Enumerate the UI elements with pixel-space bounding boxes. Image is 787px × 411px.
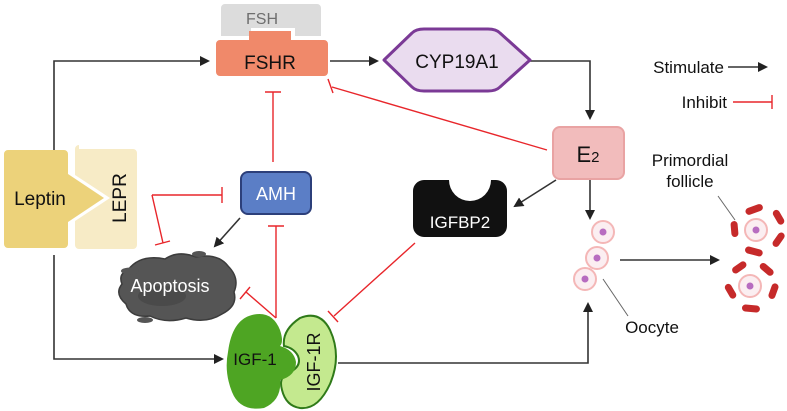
oocyte-pointer-line	[602, 278, 629, 317]
legend-inhibit-label: Inhibit	[682, 93, 728, 112]
cyp19a1-node: CYP19A1	[382, 27, 532, 93]
primordial-follicle-label-line2: follicle	[666, 172, 713, 191]
inhibit-edges	[151, 78, 548, 323]
edge-amh-inhibits-fshr	[265, 91, 281, 162]
apoptosis-label: Apoptosis	[130, 276, 209, 296]
stimulate-edges	[53, 56, 720, 364]
oocyte-cell	[585, 246, 609, 270]
amh-node: AMH	[240, 171, 312, 215]
legend-stimulate-label: Stimulate	[653, 58, 724, 77]
igfbp2-label: IGFBP2	[430, 213, 490, 232]
oocyte-cluster: Oocyte	[573, 220, 679, 337]
edge-igf1r-to-oocyte	[338, 302, 593, 364]
primordial-follicle-cluster: Primordial follicle	[652, 151, 785, 313]
e2-label: E2	[576, 142, 599, 167]
e2-node: E2	[552, 126, 625, 180]
leptin-label: Leptin	[14, 189, 66, 210]
oocyte-cell	[591, 220, 615, 244]
igf1r-node: IGF-1R	[280, 314, 337, 410]
cyp19a1-label: CYP19A1	[415, 52, 498, 73]
apoptosis-node: Apoptosis	[118, 251, 237, 323]
edge-e2-inhibits-fshr	[327, 78, 548, 151]
igf1-node: IGF-1	[226, 314, 296, 409]
edge-lepr-inhibits-apoptosis	[151, 194, 171, 246]
igfbp2-node: IGFBP2	[413, 180, 507, 237]
edge-igfbp2-inhibits-igf1r	[327, 242, 416, 323]
oocyte-label: Oocyte	[625, 318, 679, 337]
fsh-node: FSH	[221, 4, 321, 36]
lepr-label: LEPR	[110, 173, 131, 223]
igf1r-label: IGF-1R	[304, 332, 324, 391]
fshr-label: FSHR	[244, 53, 296, 74]
fsh-label: FSH	[246, 11, 278, 28]
edge-leptin-to-fshr	[53, 56, 210, 150]
oocyte-cell	[573, 267, 597, 291]
lepr-node: LEPR	[75, 145, 137, 249]
igf1-label: IGF-1	[233, 350, 276, 369]
edge-igf1-inhibits-amh	[268, 225, 284, 318]
edge-cyp19a1-to-e2	[530, 60, 595, 120]
legend-inhibit-symbol	[733, 95, 773, 109]
edge-amh-to-apoptosis	[213, 217, 241, 248]
fshr-node: FSHR	[216, 31, 328, 76]
primordial-follicle-label-line1: Primordial	[652, 151, 729, 170]
leptin-node: Leptin	[4, 150, 104, 248]
legend: Stimulate Inhibit	[653, 58, 773, 112]
edge-igf1-inhibits-apoptosis	[239, 286, 277, 319]
amh-label: AMH	[256, 184, 296, 204]
edge-leptin-to-igf1	[53, 255, 224, 364]
primordial-follicle	[724, 261, 779, 313]
edge-e2-to-igfbp2	[513, 179, 557, 208]
edge-lepr-inhibits-amh	[152, 187, 223, 203]
follicle-pointer-line	[717, 195, 736, 221]
primordial-follicle	[730, 204, 785, 257]
